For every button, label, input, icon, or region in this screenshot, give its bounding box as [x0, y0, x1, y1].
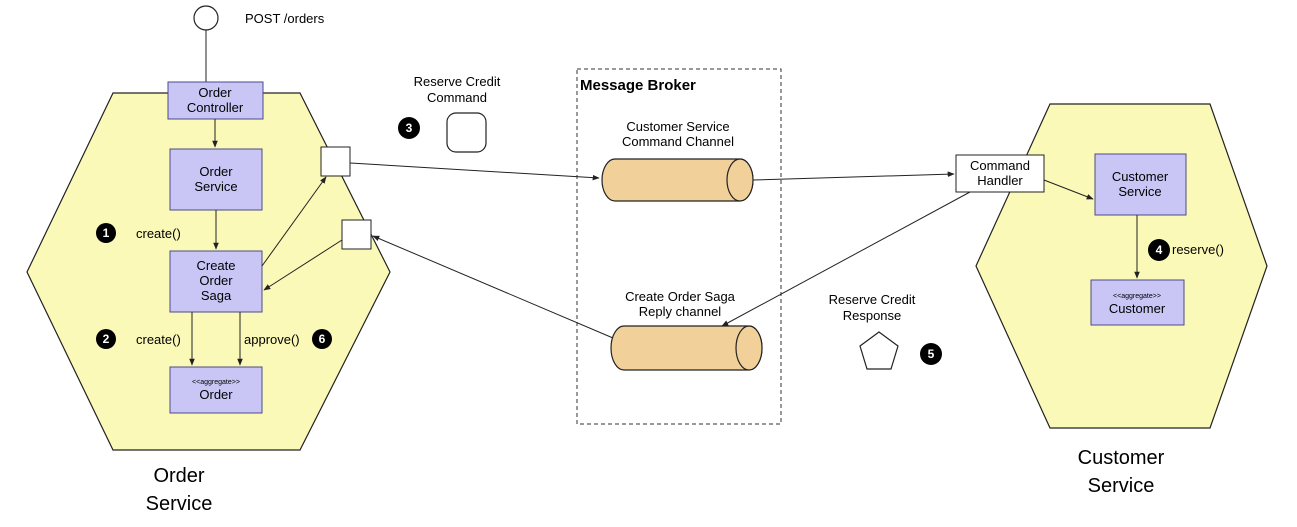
step-2-number: 2: [103, 332, 110, 346]
reply-channel-line1: Create Order Saga: [625, 289, 736, 304]
command-handler-line1: Command: [970, 158, 1030, 173]
create-order-label: create(): [136, 332, 181, 347]
reserve-label: reserve(): [1172, 242, 1224, 257]
command-channel-to-handler-arrow: [752, 171, 955, 181]
step-3-badge: [398, 117, 420, 139]
customer-stereotype: <<aggregate>>: [1113, 293, 1161, 300]
order-aggregate-name: Order: [199, 387, 233, 402]
saga-line1: Create: [196, 258, 235, 273]
command-handler-line2: Handler: [977, 173, 1023, 188]
response-message-line1: Reserve Credit: [829, 292, 916, 307]
step-1-badge: [96, 223, 116, 243]
customer-service-box[interactable]: Customer Service: [1094, 153, 1187, 216]
entry-label: POST /orders: [245, 11, 325, 26]
port-to-command-channel-arrow: [349, 162, 600, 181]
reply-channel-to-port-arrow: [372, 235, 614, 339]
command-channel-line2: Command Channel: [622, 134, 734, 149]
approve-label: approve(): [244, 332, 300, 347]
outbound-command-port[interactable]: [320, 146, 351, 177]
create-order-saga-box[interactable]: Create Order Saga: [169, 250, 263, 313]
response-message-icon: [859, 331, 899, 370]
message-broker-title: Message Broker: [580, 77, 696, 94]
inbound-reply-port[interactable]: [341, 219, 372, 250]
order-controller-box[interactable]: Order Controller: [167, 81, 264, 120]
customer-aggregate-box[interactable]: <<aggregate>> Customer: [1090, 279, 1185, 326]
step-4-number: 4: [1156, 243, 1163, 257]
saga-line3: Saga: [201, 288, 232, 303]
saga-to-command-port-arrow: [261, 176, 327, 267]
order-service-line1: Order: [199, 164, 233, 179]
reply-port-to-saga-arrow: [263, 239, 343, 291]
order-controller-line1: Order: [198, 85, 232, 100]
message-broker-boundary: [576, 68, 782, 425]
command-message-line1: Reserve Credit: [414, 74, 501, 89]
command-channel-cylinder[interactable]: [601, 158, 754, 202]
handler-to-reply-channel-arrow: [721, 191, 971, 327]
customer-service-hexagon: [975, 103, 1268, 429]
saga-line2: Order: [199, 273, 233, 288]
reply-channel-cylinder[interactable]: [610, 325, 763, 371]
step-5-badge: [920, 343, 942, 365]
customer-service-line1: Customer: [1112, 169, 1169, 184]
customer-aggregate-name: Customer: [1109, 301, 1166, 316]
response-message-line2: Response: [843, 308, 902, 323]
step-2-badge: [96, 329, 116, 349]
order-service-title-line1: Order: [153, 465, 204, 487]
create-saga-label: create(): [136, 226, 181, 241]
handler-to-customer-service-arrow: [1043, 179, 1094, 200]
order-stereotype: <<aggregate>>: [192, 379, 240, 386]
command-handler-box[interactable]: Command Handler: [955, 154, 1045, 193]
customer-service-line2: Service: [1118, 184, 1161, 199]
customer-service-title-line1: Customer: [1078, 447, 1165, 469]
order-controller-line2: Controller: [187, 100, 244, 115]
order-service-box[interactable]: Order Service: [169, 148, 263, 211]
step-4-badge: [1148, 239, 1170, 261]
order-service-title-line2: Service: [146, 493, 213, 515]
step-5-number: 5: [928, 347, 935, 361]
order-service-line2: Service: [194, 179, 237, 194]
step-6-number: 6: [319, 332, 326, 346]
reply-channel-line2: Reply channel: [639, 304, 721, 319]
command-message-line2: Command: [427, 90, 487, 105]
step-3-number: 3: [406, 121, 413, 135]
command-channel-line1: Customer Service: [626, 119, 729, 134]
command-message-icon: [446, 112, 487, 153]
step-6-badge: [312, 329, 332, 349]
customer-service-title-line2: Service: [1088, 475, 1155, 497]
order-aggregate-box[interactable]: <<aggregate>> Order: [169, 366, 263, 414]
step-1-number: 1: [103, 226, 110, 240]
entry-point-icon[interactable]: [193, 5, 219, 31]
